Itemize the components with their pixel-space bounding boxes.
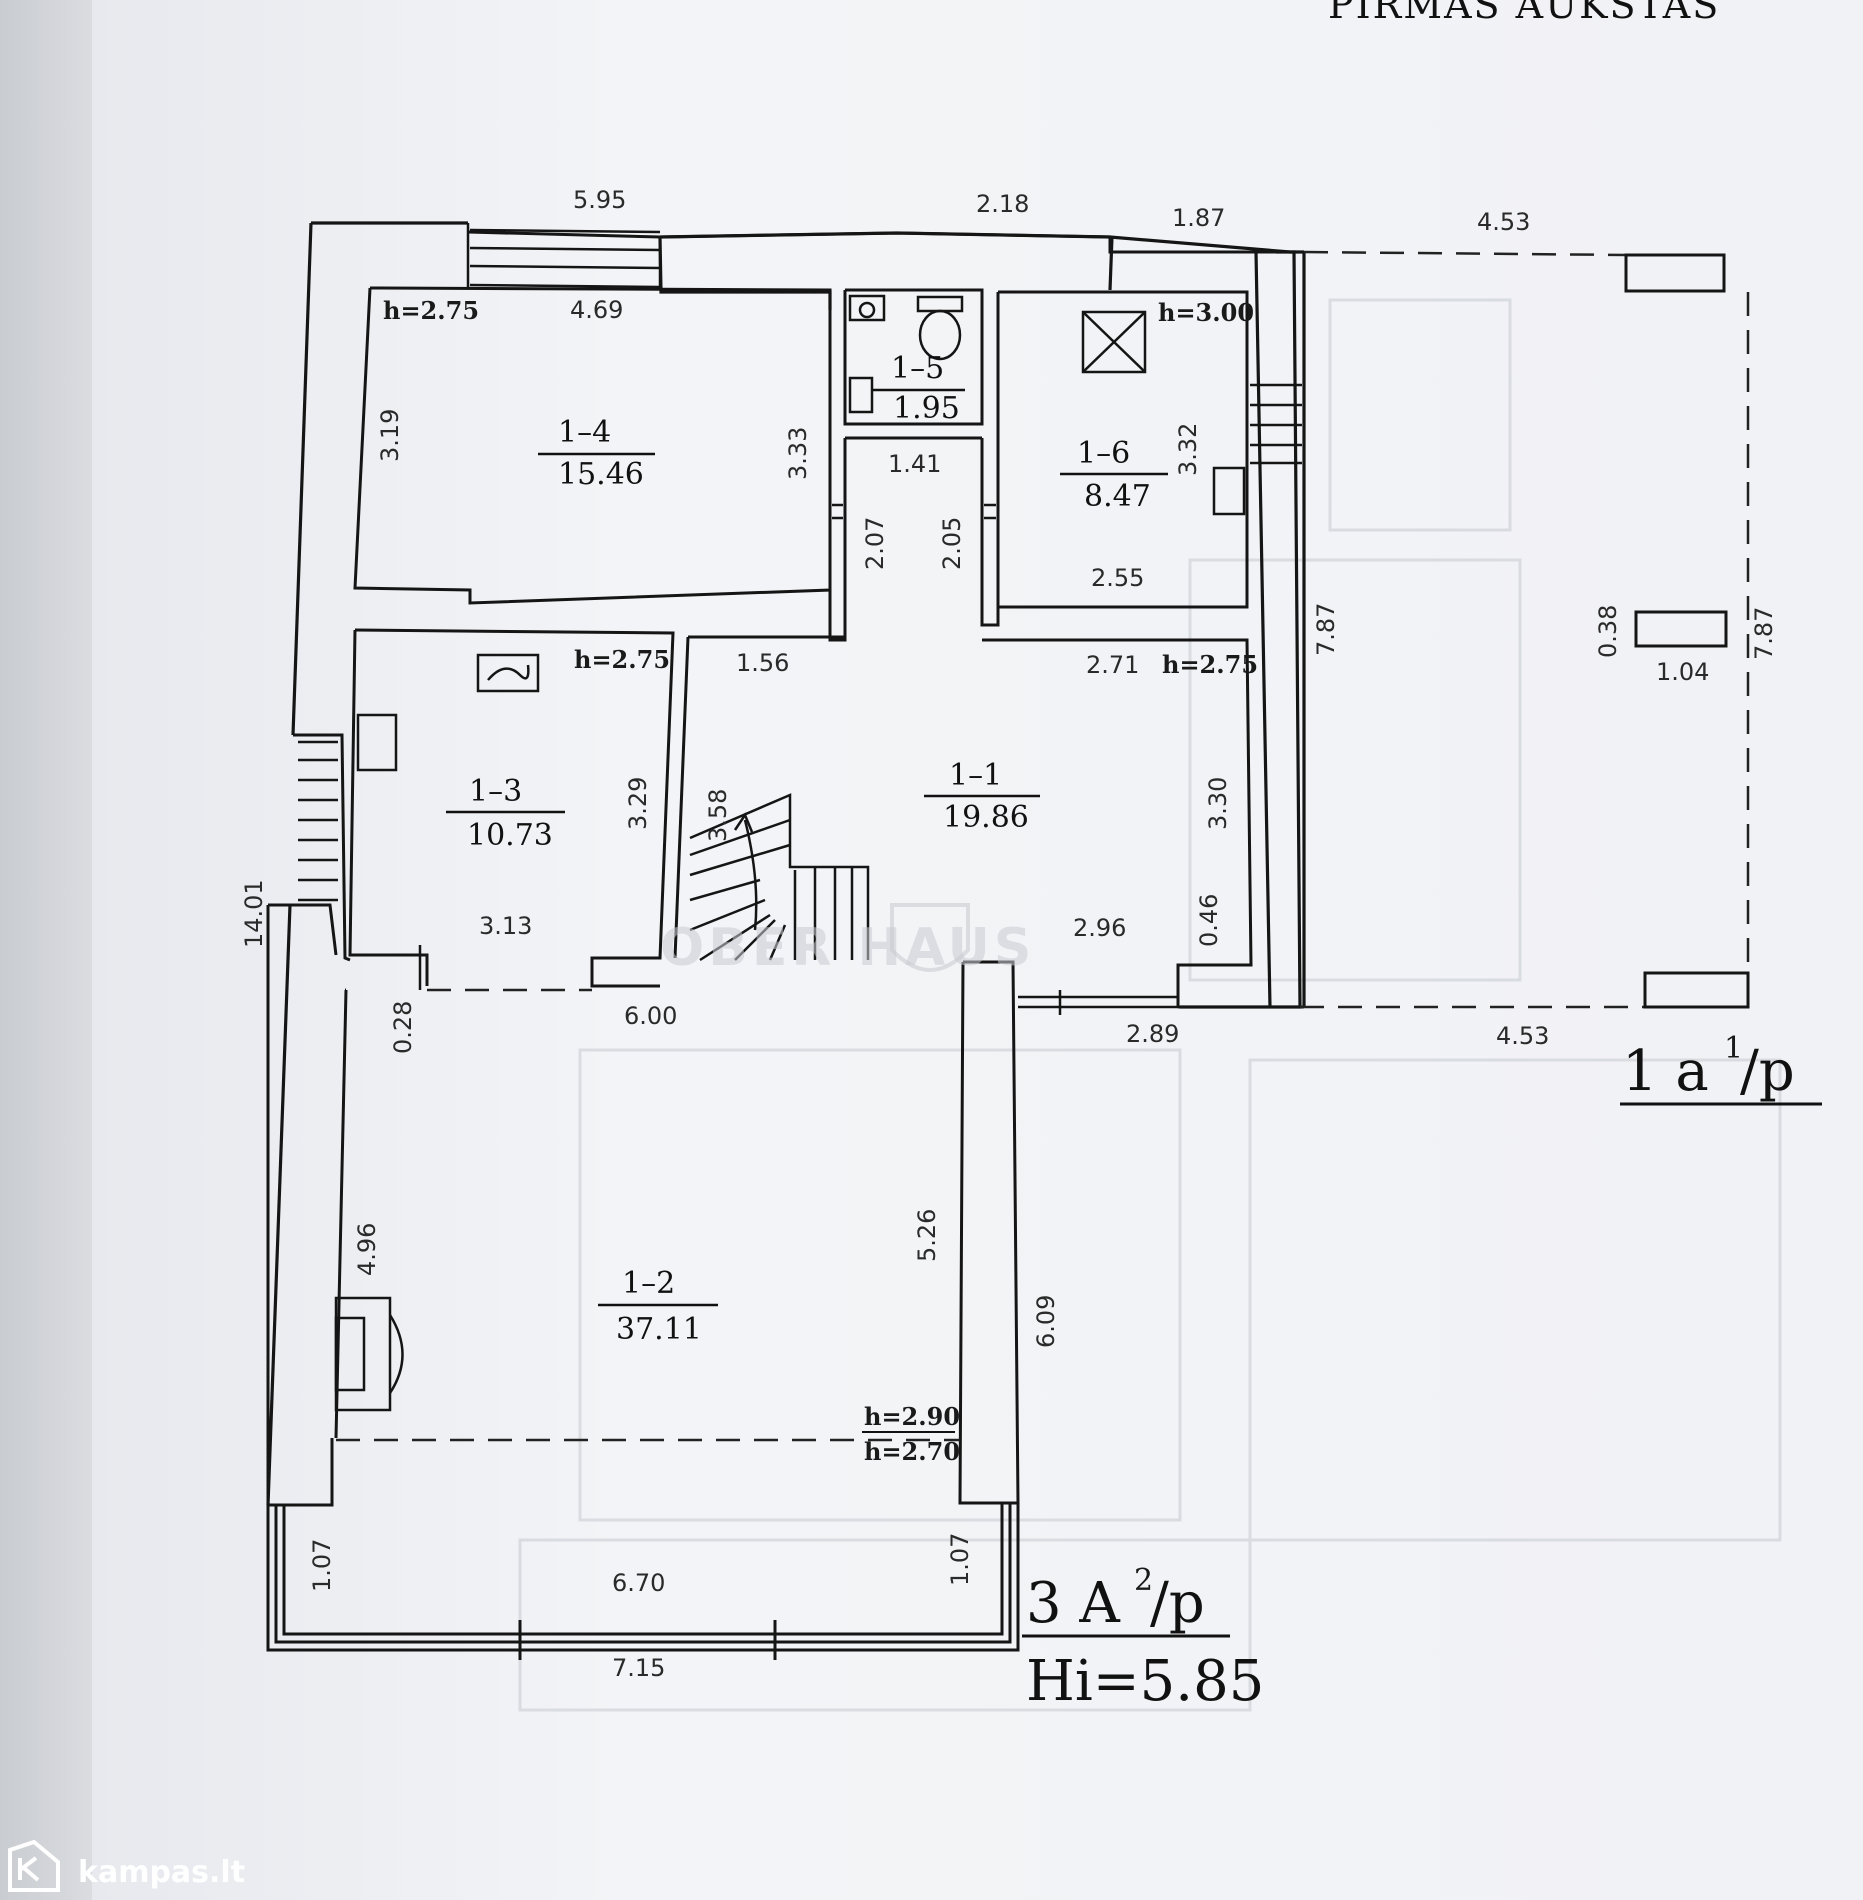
dim-label: 1.04 (1656, 658, 1709, 686)
room-id: 1–2 (622, 1266, 675, 1301)
dim-label: 6.70 (612, 1569, 665, 1597)
building-code-suffix: /p (1150, 1571, 1205, 1636)
dim-label: 2.05 (938, 517, 966, 570)
dim-label: 1.87 (1172, 204, 1225, 232)
dim-label: 2.71 (1086, 651, 1139, 679)
dim-label: 3.30 (1204, 777, 1232, 830)
bleed-through-lines (518, 298, 1782, 1712)
room-area: 1.95 (893, 391, 960, 426)
dim-label: 3.13 (479, 912, 532, 940)
dim-label: 3.33 (784, 427, 812, 480)
dim-label: 2.96 (1073, 914, 1126, 942)
dimension-labels: 5.95 2.18 1.87 4.53 4.69 3.19 3.33 1.41 … (240, 186, 1778, 1682)
room-area: 37.11 (616, 1312, 702, 1347)
room-id: 1–3 (469, 774, 522, 809)
dim-label: 14.01 (240, 879, 268, 948)
dim-label: 0.38 (1594, 605, 1622, 658)
room-area: 15.46 (558, 457, 644, 492)
annex-label: 1 a 1 /p (1620, 1031, 1822, 1106)
dim-label: 2.55 (1091, 564, 1144, 592)
dim-label: 0.28 (389, 1001, 417, 1054)
dim-label: 2.07 (861, 517, 889, 570)
plan-walls (266, 221, 1304, 1660)
room-height: h=2.90 (864, 1402, 960, 1431)
building-code: 3 A (1026, 1571, 1120, 1636)
annex-code-sup: 1 (1724, 1031, 1743, 1066)
room-id: 1–1 (949, 758, 1002, 793)
dim-label: 1.07 (308, 1539, 336, 1592)
dim-label: 3.19 (376, 409, 404, 462)
dim-label: 4.53 (1477, 208, 1530, 236)
annex-code-suffix: /p (1740, 1039, 1795, 1104)
dim-label: 1.41 (888, 450, 941, 478)
dim-label: 1.56 (736, 649, 789, 677)
dim-label: 0.46 (1195, 894, 1223, 947)
dim-label: 3.58 (704, 789, 732, 842)
dim-label: 4.69 (570, 296, 623, 324)
svg-text:OBER HAUS: OBER HAUS (660, 918, 1035, 978)
room-labels: h=2.75 1–4 15.46 1–5 1.95 h=3.00 1–6 8.4… (383, 296, 1258, 1466)
dim-label: 3.29 (624, 777, 652, 830)
paper-sheet (92, 0, 1863, 1900)
room-id: 1–4 (558, 415, 611, 450)
dim-label: 6.00 (624, 1002, 677, 1030)
building-label: 3 A 2 /p Hi=5.85 (1022, 1563, 1264, 1714)
dim-label: 7.15 (612, 1654, 665, 1682)
room-height: h=3.00 (1158, 298, 1254, 327)
kampas-logo: kampas.lt (8, 1839, 245, 1892)
page-heading: PIRMAS AUKŠTAS (1328, 0, 1720, 27)
dim-label: 4.96 (353, 1223, 381, 1276)
room-height: h=2.75 (383, 296, 479, 325)
staircase (689, 793, 870, 962)
dim-label: 3.32 (1174, 423, 1202, 476)
door-marks (418, 503, 996, 990)
room-area: 19.86 (943, 800, 1029, 835)
room-area: 8.47 (1084, 479, 1151, 514)
watermark: OBER HAUS (660, 903, 1035, 978)
dim-label: 6.09 (1032, 1295, 1060, 1348)
dim-label: 5.26 (913, 1209, 941, 1262)
outer-walls (266, 221, 1306, 1506)
dim-label: 1.07 (946, 1533, 974, 1586)
room-id: 1–5 (891, 351, 944, 386)
fixtures (334, 294, 1246, 1412)
dim-label: 2.18 (976, 190, 1029, 218)
building-height: Hi=5.85 (1026, 1649, 1264, 1714)
dim-label: 4.53 (1496, 1022, 1549, 1050)
svg-text:kampas.lt: kampas.lt (78, 1855, 245, 1890)
room-height: h=2.75 (574, 645, 670, 674)
dim-label: 7.87 (1750, 607, 1778, 660)
dim-label: 7.87 (1312, 603, 1340, 656)
room-id: 1–6 (1077, 436, 1130, 471)
windows (298, 223, 1302, 1015)
room-height-lower: h=2.70 (864, 1437, 960, 1466)
room-area: 10.73 (467, 818, 553, 853)
house-icon (8, 1839, 60, 1892)
page-shadow (0, 0, 92, 1900)
annex-code: 1 a (1622, 1039, 1709, 1104)
dim-label: 5.95 (573, 186, 626, 214)
annex-posts (1624, 253, 1750, 1009)
dashed-lines (336, 250, 1750, 1442)
dim-label: 2.89 (1126, 1020, 1179, 1048)
room-height: h=2.75 (1162, 650, 1258, 679)
building-code-sup: 2 (1134, 1563, 1153, 1598)
